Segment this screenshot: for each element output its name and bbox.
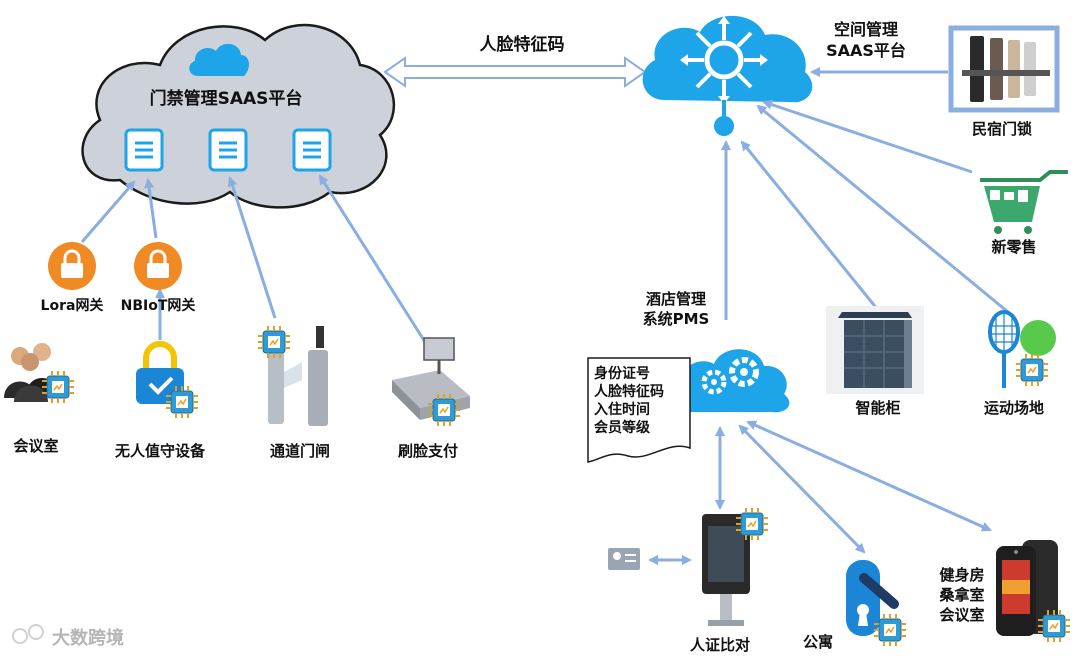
lora-gateway-label: Lora网关	[41, 297, 104, 314]
connector-retail-to-hub	[762, 99, 973, 174]
smart-cabinet-label: 智能柜	[855, 399, 900, 417]
document-icon	[124, 128, 164, 172]
connector-lora-to-cloud	[80, 180, 136, 243]
space-saas-cloud-hub	[642, 15, 813, 136]
sports-label: 运动场地	[984, 399, 1044, 417]
watermark-logo	[12, 624, 44, 644]
connector-facepay-to-cloud	[318, 174, 427, 343]
note-line: 会员等级	[594, 419, 651, 436]
hotel-pms-cloud	[673, 349, 790, 413]
iot-chip-icon	[1015, 353, 1049, 387]
nbiot-gateway-lock-icon	[132, 240, 184, 292]
face-pay-terminal-image	[392, 337, 470, 420]
watermark-text: 大数跨境	[52, 627, 124, 649]
note-line: 人脸特征码	[594, 383, 664, 400]
connector-cabinet-to-hub	[740, 140, 880, 311]
iot-chip-icon	[257, 325, 291, 359]
document-icon	[208, 128, 248, 172]
gym-label-line2: 桑拿室	[939, 586, 984, 604]
hotel-pms-label-line2: 系统PMS	[643, 310, 710, 328]
unattended-device-label: 无人值守设备	[114, 442, 206, 460]
space-saas-label-line2: SAAS平台	[826, 41, 906, 60]
connector-pms-to-gym	[746, 420, 992, 532]
access-saas-label: 门禁管理SAAS平台	[150, 88, 303, 109]
sports-racket-ball-icon	[988, 310, 1056, 388]
note-line: 身份证号	[594, 365, 650, 382]
face-pay-label: 刷脸支付	[398, 442, 458, 460]
apartment-label: 公寓	[803, 633, 833, 651]
id-match-label: 人证比对	[690, 636, 750, 654]
new-retail-label: 新零售	[991, 238, 1036, 256]
id-card-icon	[608, 548, 640, 570]
meeting-room-label: 会议室	[13, 437, 58, 455]
lora-gateway-lock-icon	[46, 240, 98, 292]
id-verification-terminal-image	[702, 514, 750, 626]
document-icon	[292, 128, 332, 172]
space-saas-label-line1: 空间管理	[834, 20, 898, 39]
shopping-cart-icon	[980, 170, 1068, 234]
smart-cabinet-image	[826, 306, 924, 394]
turnstile-gate-image	[268, 326, 328, 426]
face-code-label: 人脸特征码	[480, 34, 565, 55]
hotel-pms-label-line1: 酒店管理	[646, 290, 706, 308]
gym-label-line3: 会议室	[939, 606, 984, 624]
gym-label-line1: 健身房	[939, 566, 984, 584]
nbiot-gateway-label: NBIoT网关	[121, 297, 196, 314]
connector-nbiot-to-cloud	[144, 178, 158, 239]
connector-sports-to-hub	[756, 104, 1009, 314]
note-line: 入住时间	[594, 401, 650, 418]
gate-label: 通道门闸	[270, 442, 330, 460]
guest-data-note	[587, 357, 691, 463]
connector-gate-to-cloud	[227, 176, 277, 319]
apartment-lock-keyhole-icon	[846, 560, 899, 636]
homestay-lock-label: 民宿门锁	[972, 120, 1032, 138]
face-code-double-arrow	[383, 56, 647, 88]
homestay-lock-image	[948, 25, 1060, 113]
small-cloud-icon	[189, 43, 250, 76]
